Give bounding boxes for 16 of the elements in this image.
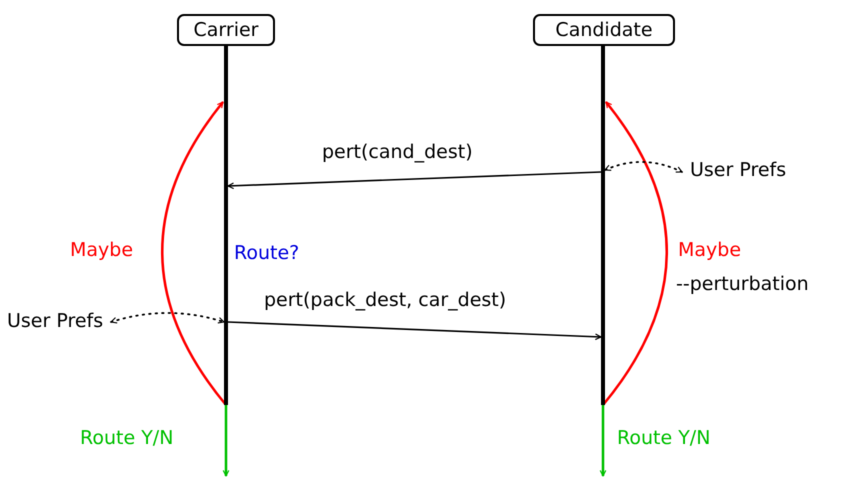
note-text: --perturbation	[676, 274, 809, 295]
annotation-text: User Prefs	[7, 311, 104, 332]
dotted-arrow	[604, 161, 683, 173]
lifeline	[601, 46, 605, 405]
note-text: Route?	[234, 243, 300, 264]
arrow	[227, 171, 602, 190]
arrow	[222, 405, 230, 477]
annotation-text: User Prefs	[690, 160, 786, 181]
dotted-arrow	[110, 312, 225, 324]
arrow	[602, 101, 668, 406]
lifeline	[224, 46, 228, 405]
arrow	[600, 405, 606, 477]
arrow	[228, 321, 602, 340]
participant-box: Candidate	[533, 14, 675, 46]
participant-box: Carrier	[177, 14, 275, 46]
arrow	[161, 101, 227, 406]
